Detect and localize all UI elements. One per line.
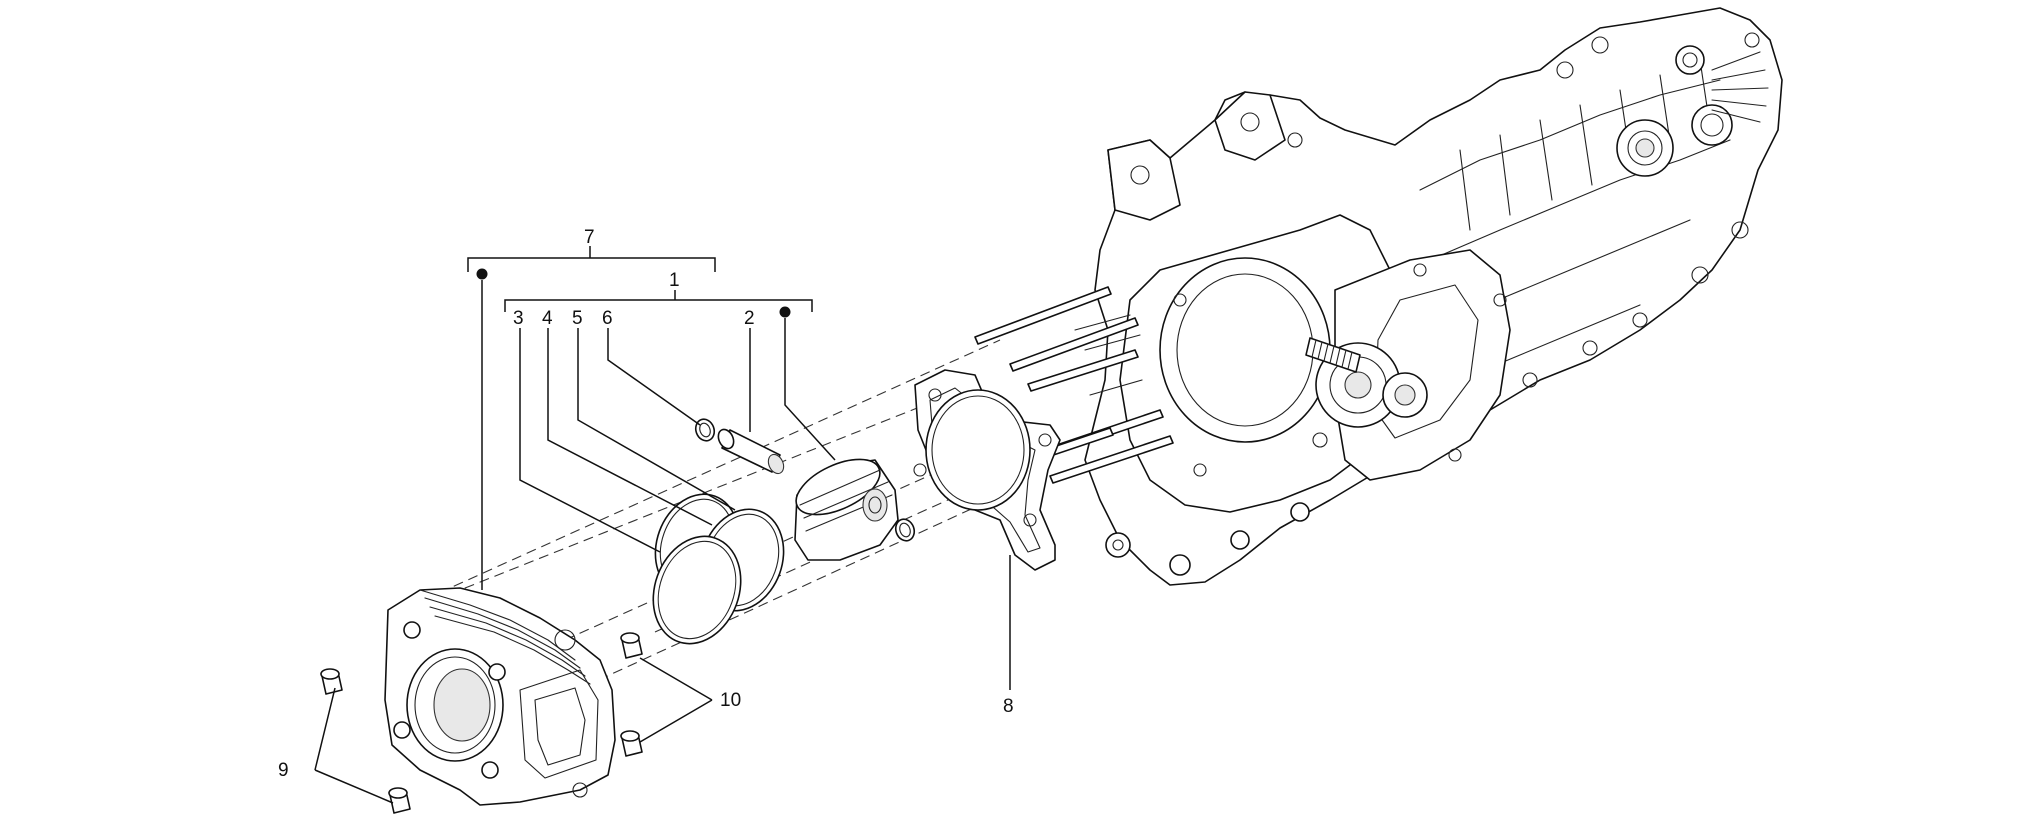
cylinder-block: [384, 587, 616, 806]
callout-1: 1: [669, 270, 680, 291]
callout-bracket-7: [467, 246, 716, 272]
piston-pin: [717, 428, 785, 475]
callout-5: 5: [572, 308, 583, 329]
splined-shaft: [1305, 337, 1361, 373]
piston: [794, 458, 899, 561]
callout-6: 6: [602, 308, 613, 329]
cylinder-base-gasket: [913, 369, 1061, 571]
callout-3: 3: [513, 308, 524, 329]
callout-4: 4: [542, 308, 553, 329]
callout-9: 9: [278, 760, 289, 781]
callout-8: 8: [1003, 696, 1014, 717]
callout-bracket-1: [504, 290, 813, 312]
leader-lines: [314, 280, 1011, 804]
dowel-pins-9: [320, 668, 411, 814]
bullet-marker-7: [476, 268, 488, 280]
crankcase-assembly: [1074, 7, 1783, 586]
piston-pin-circlips: [694, 418, 916, 542]
callout-10: 10: [720, 690, 741, 711]
bullet-marker-2: [779, 306, 791, 318]
piston-rings: [652, 493, 785, 645]
callout-2: 2: [744, 308, 755, 329]
callout-7: 7: [584, 227, 595, 248]
dowel-pins-10: [620, 632, 643, 757]
